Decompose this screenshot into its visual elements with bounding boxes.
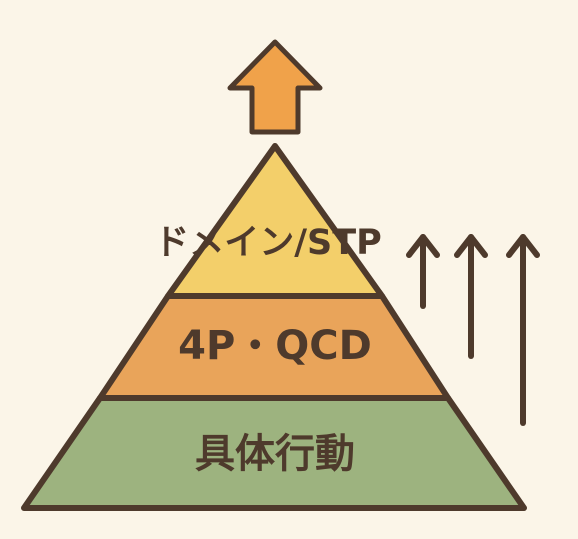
level-top-label: ドメイン/STP <box>154 223 382 263</box>
side-up-arrow-icon-2 <box>454 234 488 359</box>
level-middle-label: 4P・QCD <box>178 323 372 369</box>
level-bottom-label: 具体行動 <box>195 431 355 477</box>
side-up-arrow-icon-1 <box>406 234 440 309</box>
pyramid-level-middle: 4P・QCD <box>97 293 451 401</box>
pyramid-level-bottom: 具体行動 <box>21 395 527 511</box>
side-up-arrow-icon-3 <box>506 234 540 426</box>
top-up-arrow-icon <box>227 39 323 135</box>
pyramid-level-top: ドメイン/STP <box>154 143 385 299</box>
